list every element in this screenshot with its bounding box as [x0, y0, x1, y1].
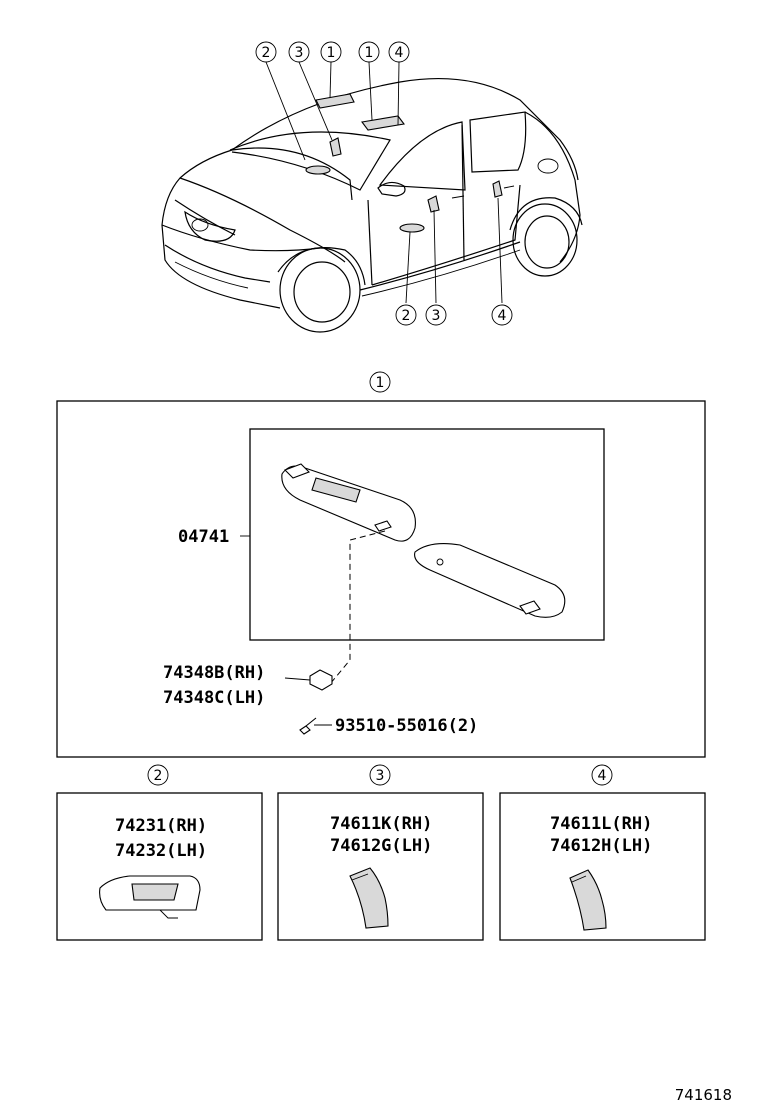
- callout-top-2: 2: [262, 45, 271, 61]
- sun-visor-rh: [281, 465, 416, 542]
- holder-rh-part-number: 74348B(RH): [163, 663, 265, 683]
- visor-holder: [309, 669, 333, 691]
- callout-top-3: 3: [295, 45, 304, 61]
- sun-visor-lh: [414, 543, 566, 618]
- group-2-lh-part-number: 74232(LH): [115, 841, 207, 861]
- group-2-assist-grip-bezel: 2 74231(RH) 74232(LH): [56, 764, 263, 941]
- callout-bottom-3: 3: [432, 308, 441, 324]
- screw-part-number: 93510-55016(2): [335, 716, 478, 736]
- callout-top-1a: 1: [327, 45, 336, 61]
- top-callouts: 2 3 1 1 4 2 3 4: [255, 41, 513, 326]
- group-3-part: [349, 867, 389, 929]
- group-4-frame: [499, 792, 706, 941]
- holder-lh-part-number: 74348C(LH): [163, 688, 265, 708]
- group-4-pillar-garnish: 4 74611L(RH) 74612H(LH): [499, 764, 706, 941]
- group-3-frame: [277, 792, 484, 941]
- group-4-number: 4: [598, 768, 607, 784]
- callout-top-4: 4: [395, 45, 404, 61]
- group-3-pillar-garnish: 3 74611K(RH) 74612G(LH): [277, 764, 484, 941]
- sun-visor-assembly-frame: [249, 428, 605, 641]
- diagram-id: 741618: [675, 1086, 732, 1104]
- group-1-sun-visor: 1 04741 74348B(RH) 74348C(LH) 93510-5501…: [56, 371, 706, 758]
- group-2-rh-part-number: 74231(RH): [115, 816, 207, 836]
- visor-assembly-part-number: 04741: [178, 527, 229, 547]
- callout-bottom-2: 2: [402, 308, 411, 324]
- car-overview: [161, 78, 583, 333]
- group-1-number: 1: [376, 375, 385, 391]
- callout-bottom-4: 4: [498, 308, 507, 324]
- group-2-frame: [56, 792, 263, 941]
- group-3-number: 3: [376, 768, 385, 784]
- group-3-rh-part-number: 74611K(RH): [330, 814, 432, 834]
- screw: [299, 717, 317, 735]
- group-3-lh-part-number: 74612G(LH): [330, 836, 432, 856]
- group-4-part: [569, 869, 607, 931]
- group-4-rh-part-number: 74611L(RH): [550, 814, 652, 834]
- group-2-number: 2: [154, 768, 163, 784]
- group-4-lh-part-number: 74612H(LH): [550, 836, 652, 856]
- callout-top-1b: 1: [365, 45, 374, 61]
- group-1-frame: [56, 400, 706, 758]
